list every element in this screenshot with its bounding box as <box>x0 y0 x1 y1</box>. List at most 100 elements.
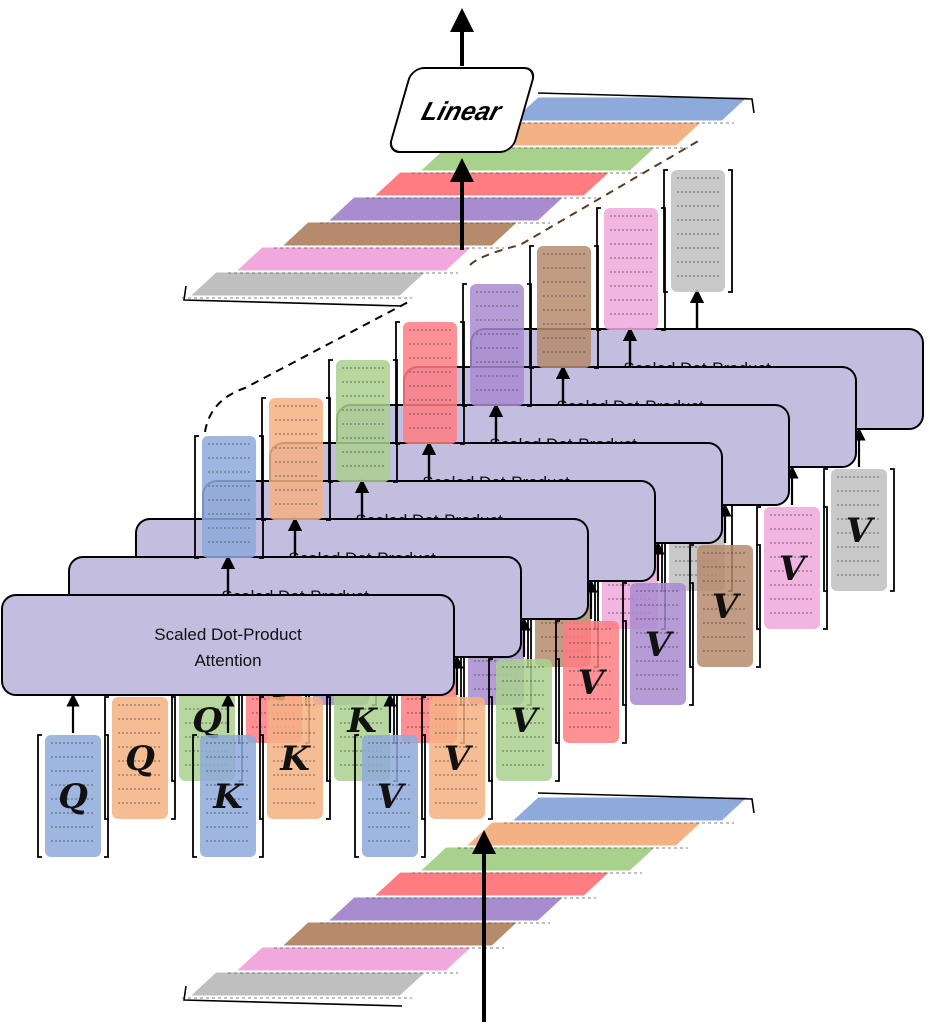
q-vector-head-2-bracket-right <box>171 696 176 820</box>
v-vector-head-3-fill <box>496 659 552 781</box>
v-vector-head-6: V <box>689 544 761 668</box>
output-vector-head-1-fill <box>202 436 256 558</box>
concat-stack-band-0 <box>510 96 750 122</box>
v-vector-head-2-fill <box>429 697 485 819</box>
q-vector-head-2-fill <box>112 697 168 819</box>
v-vector-head-1: V <box>354 734 426 858</box>
concat-stack-bracket <box>183 285 403 307</box>
concat-stack-bracket <box>537 92 755 114</box>
input-stack-band-2 <box>418 846 658 872</box>
v-vector-head-4: V <box>555 620 627 744</box>
q-vector-head-1-fill <box>45 735 101 857</box>
output-vector-head-8-bracket-left <box>663 169 668 293</box>
v-vector-head-8: V <box>823 468 895 592</box>
q-vector-head-3-label: Q <box>192 701 222 741</box>
attention-box-head-1 <box>1 594 455 696</box>
v-vector-head-2-bracket-right <box>488 696 493 820</box>
input-stack-band-0 <box>510 796 750 822</box>
k-vector-head-2-fill <box>267 697 323 819</box>
output-vector-head-4 <box>395 321 465 445</box>
concat-stack-band-4 <box>326 196 566 222</box>
q-vector-head-2: Q <box>104 696 176 820</box>
v-vector-head-3-label: V <box>511 701 541 741</box>
concat-stack-band-7 <box>188 271 428 297</box>
v-vector-head-4-label: V <box>578 663 608 703</box>
v-vector-head-8-fill <box>831 469 887 591</box>
v-vector-head-8-bracket-left <box>823 468 828 592</box>
output-vector-head-7-bracket-left <box>596 207 601 331</box>
v-vector-head-4-fill <box>563 621 619 743</box>
output-vector-head-2-bracket-right <box>326 397 331 521</box>
output-vector-head-5-bracket-right <box>527 283 532 407</box>
v-vector-head-5-bracket-right <box>689 582 694 706</box>
output-vector-head-4-bracket-right <box>460 321 465 445</box>
linear-label: Linear <box>418 96 506 125</box>
v-vector-head-1-fill <box>362 735 418 857</box>
input-stack-band-7 <box>188 971 428 997</box>
v-vector-head-6-bracket-left <box>689 544 694 668</box>
v-vector-head-6-bracket-right <box>756 544 761 668</box>
v-vector-head-8-bracket-right <box>890 468 895 592</box>
output-vector-head-6-bracket-left <box>529 245 534 369</box>
concat-dashed-line <box>204 299 413 433</box>
v-vector-head-5-label: V <box>645 625 675 665</box>
k-vector-head-1-bracket-left <box>192 734 197 858</box>
concat-stack-band-6 <box>234 246 474 272</box>
output-vector-head-6 <box>529 245 599 369</box>
v-vector-head-1-bracket-right <box>421 734 426 858</box>
output-vector-head-1 <box>194 435 264 559</box>
output-vector-head-7-bracket-right <box>661 207 666 331</box>
v-vector-head-7-fill <box>764 507 820 629</box>
output-vector-head-3-bracket-right <box>393 359 398 483</box>
input-stack-band-5 <box>280 921 520 947</box>
v-vector-head-2-label: V <box>444 739 474 779</box>
output-vector-head-4-bracket-left <box>395 321 400 445</box>
v-vector-head-3-bracket-right <box>555 658 560 782</box>
q-vector-head-2-bracket-left <box>104 696 109 820</box>
v-vector-head-7: V <box>756 506 828 630</box>
q-vector-head-1-bracket-right <box>104 734 109 858</box>
k-vector-head-2-bracket-right <box>326 696 331 820</box>
output-vector-head-7 <box>596 207 666 331</box>
v-vector-head-7-bracket-left <box>756 506 761 630</box>
input-stack-band-3 <box>372 871 612 897</box>
output-vector-head-2-fill <box>269 398 323 520</box>
k-vector-head-1-bracket-right <box>259 734 264 858</box>
k-vector-head-1: K <box>192 734 264 858</box>
k-vector-head-2-label: K <box>279 739 311 779</box>
output-vector-head-3-bracket-left <box>328 359 333 483</box>
output-vector-head-6-fill <box>537 246 591 368</box>
output-vector-head-5-fill <box>470 284 524 406</box>
v-vector-head-7-label: V <box>779 549 809 589</box>
k-vector-head-1-label: K <box>212 777 244 817</box>
v-vector-head-5-bracket-left <box>622 582 627 706</box>
output-vector-head-8-bracket-right <box>728 169 733 293</box>
v-vector-head-4-bracket-right <box>622 620 627 744</box>
output-vector-head-8-fill <box>671 170 725 292</box>
output-vector-head-2-bracket-left <box>261 397 266 521</box>
linear-box <box>389 67 535 153</box>
v-vector-head-2: V <box>421 696 493 820</box>
input-stack-band-6 <box>234 946 474 972</box>
k-vector-head-2-bracket-left <box>259 696 264 820</box>
input-stack-bracket <box>537 792 755 814</box>
output-vector-head-1-bracket-left <box>194 435 199 559</box>
v-vector-head-4-bracket-left <box>555 620 560 744</box>
q-vector-head-1-label: Q <box>58 777 88 817</box>
q-vector-head-1: Q <box>37 734 109 858</box>
v-vector-head-1-bracket-left <box>354 734 359 858</box>
output-vector-head-7-fill <box>604 208 658 330</box>
output-vector-head-6-bracket-right <box>594 245 599 369</box>
k-vector-head-1-fill <box>200 735 256 857</box>
output-vector-head-1-bracket-right <box>259 435 264 559</box>
v-vector-head-6-label: V <box>712 587 742 627</box>
q-vector-head-1-bracket-left <box>37 734 42 858</box>
v-vector-head-3: V <box>488 658 560 782</box>
output-vector-head-3-fill <box>336 360 390 482</box>
input-stack-bracket <box>183 985 403 1007</box>
concat-stack-band-5 <box>280 221 520 247</box>
v-vector-head-5: V <box>622 582 694 706</box>
